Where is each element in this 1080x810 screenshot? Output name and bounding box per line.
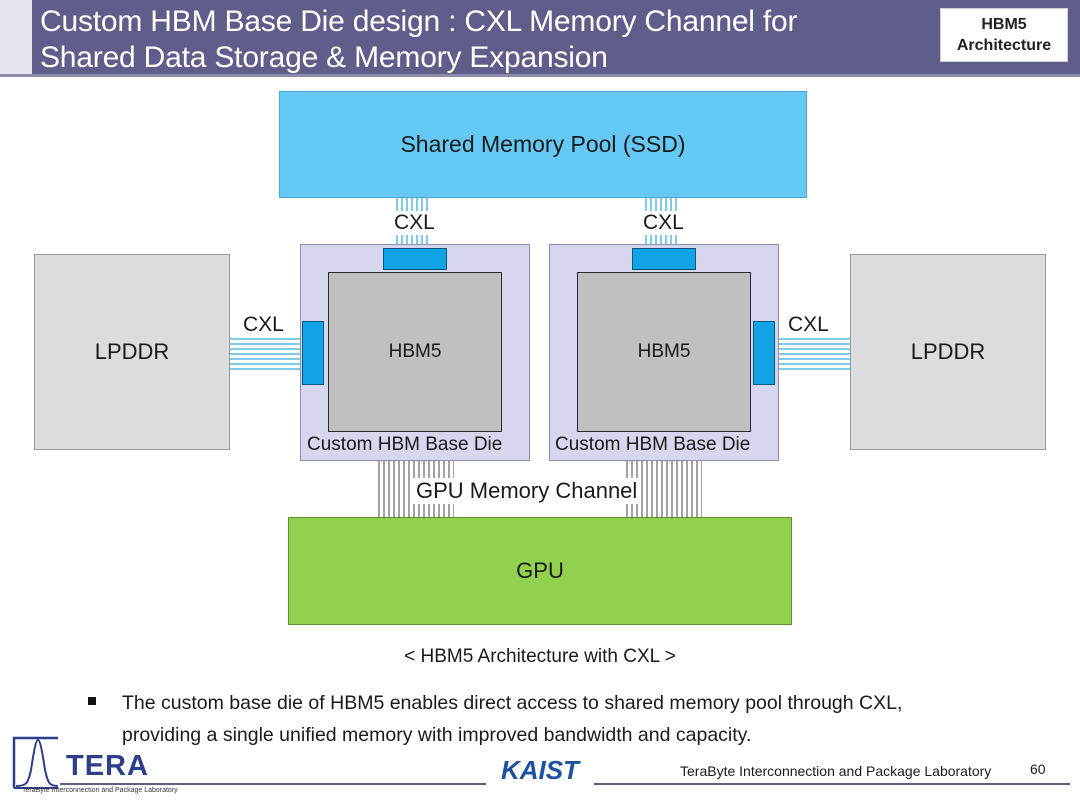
lpddr-box-right: LPDDR: [850, 254, 1046, 450]
cxl-label-left: CXL: [243, 313, 284, 336]
header-accent-strip: [0, 0, 32, 74]
cxl-label-right: CXL: [788, 313, 829, 336]
section-tag: HBM5 Architecture: [940, 8, 1068, 62]
cxl-port-top-right: [632, 248, 696, 270]
cxl-port-left: [302, 321, 324, 385]
cxl-label-top-left: CXL: [392, 211, 437, 235]
shared-memory-pool-box: Shared Memory Pool (SSD): [279, 91, 807, 198]
cxl-link-left: [230, 336, 302, 370]
section-tag-line-2: Architecture: [956, 37, 1052, 54]
diagram-caption: < HBM5 Architecture with CXL >: [404, 646, 676, 667]
cxl-label-top-right: CXL: [641, 211, 686, 235]
hbm5-block-right: HBM5: [577, 272, 751, 432]
page-number: 60: [1030, 761, 1046, 777]
section-tag-line-1: HBM5: [981, 16, 1027, 33]
cxl-link-right: [778, 336, 850, 370]
header-bar: [0, 0, 1080, 74]
slide-title-line-1: Custom HBM Base Die design : CXL Memory …: [40, 5, 798, 38]
cxl-port-top-left: [383, 248, 447, 270]
tera-logo-icon: [12, 730, 60, 796]
cxl-port-right: [753, 321, 775, 385]
bullet-text-line-1: The custom base die of HBM5 enables dire…: [122, 692, 903, 714]
base-die-label-right: Custom HBM Base Die: [555, 434, 751, 456]
bullet-marker: [88, 697, 96, 705]
gpu-box: GPU: [288, 517, 792, 625]
gpu-memory-channel-label: GPU Memory Channel: [412, 478, 642, 504]
lpddr-box-left: LPDDR: [34, 254, 230, 450]
kaist-logo-text: KAIST: [501, 755, 581, 785]
header-divider: [0, 74, 1080, 77]
tera-logo-subtitle: TeraByte Interconnection and Package Lab…: [22, 787, 178, 794]
hbm5-block-left: HBM5: [328, 272, 502, 432]
slide-title-line-2: Shared Data Storage & Memory Expansion: [40, 41, 608, 74]
bullet-text-line-2: providing a single unified memory with i…: [122, 724, 752, 746]
kaist-logo-icon: KAIST: [486, 753, 594, 787]
base-die-label-left: Custom HBM Base Die: [307, 434, 503, 456]
footer-lab-name: TeraByte Interconnection and Package Lab…: [680, 763, 992, 779]
tera-logo-text: TERA: [66, 750, 149, 782]
